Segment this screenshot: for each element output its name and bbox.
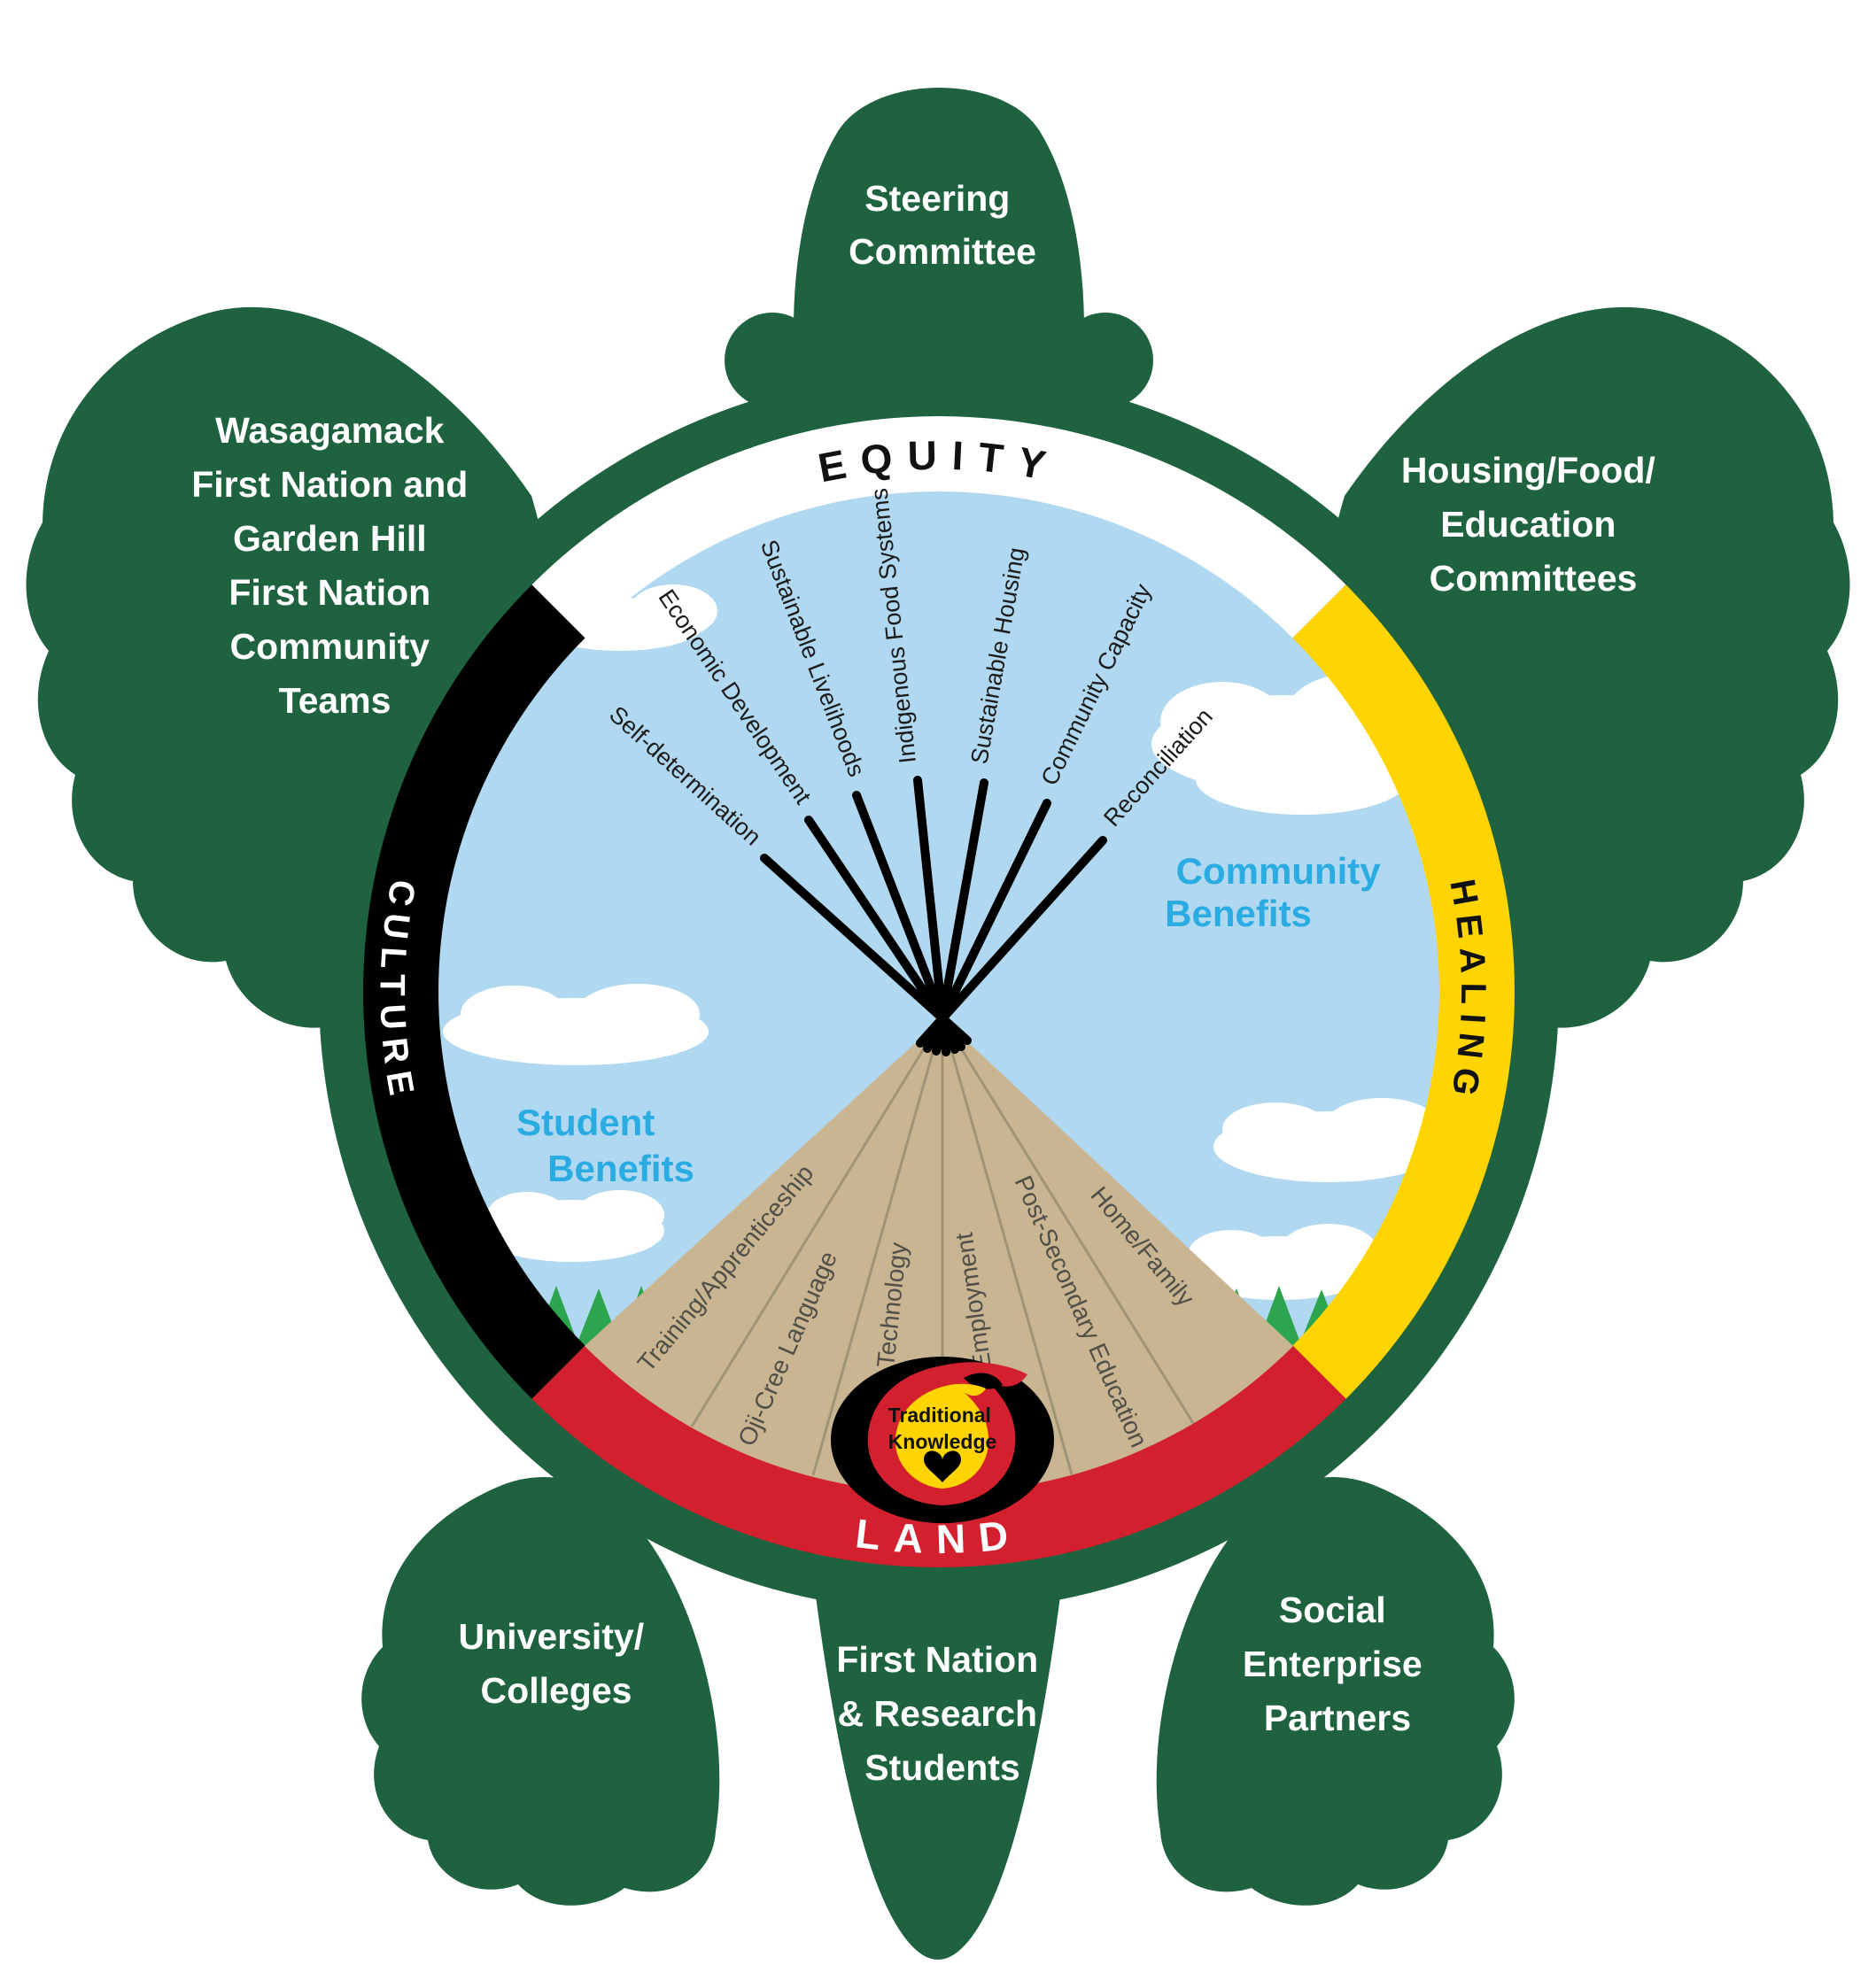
leg-label-social-enterprise: Social Enterprise Partners	[1243, 1590, 1432, 1738]
label-line: Students	[864, 1747, 1019, 1788]
label-line: Social	[1279, 1590, 1386, 1630]
tail-label-first-nation-students: First Nation & Research Students	[836, 1639, 1048, 1788]
medicine-wheel-ring	[363, 416, 1515, 1567]
community-benefits-heading: Community Benefits	[1165, 850, 1391, 934]
community-benefits-line: Benefits	[1165, 893, 1312, 934]
turtle-tail	[815, 1590, 1061, 1960]
label-line: Garden Hill	[233, 518, 427, 559]
label-line: University/	[458, 1616, 644, 1657]
turtle-head-lobe-left	[725, 313, 820, 408]
ring-label-culture-text: CULTURE	[372, 877, 414, 1107]
label-line: Wasagamack	[215, 410, 444, 451]
label-line: & Research	[837, 1693, 1037, 1734]
label-line: Colleges	[481, 1670, 632, 1711]
label-line: First Nation	[229, 572, 430, 613]
cloud-icon	[1182, 1224, 1377, 1300]
label-line: Steering	[864, 178, 1010, 219]
label-line: Community	[230, 626, 430, 667]
label-line: Committee	[849, 231, 1036, 272]
flipper-label-community-teams: Wasagamack First Nation and Garden Hill …	[191, 410, 477, 721]
ring-label-land: LAND	[853, 1510, 1025, 1562]
flipper-label-committees: Housing/Food/ Education Committees	[1401, 450, 1665, 599]
head-label-steering-committee: Steering Committee	[849, 178, 1036, 272]
cloud-icon	[1213, 1098, 1440, 1182]
label-line: Committees	[1430, 558, 1638, 599]
label-line: Teams	[279, 680, 391, 721]
community-benefits-line: Community	[1176, 850, 1382, 892]
ring-segment-healing	[1292, 584, 1515, 1399]
teepee-body	[585, 1018, 1293, 1493]
fire-label-line: Knowledge	[888, 1430, 997, 1453]
ring-label-culture: CULTURE	[372, 877, 422, 1107]
ring-label-land-text: LAND	[853, 1510, 1011, 1562]
student-benefits-line: Benefits	[547, 1148, 694, 1189]
ring-segment-culture	[363, 584, 585, 1399]
label-line: First Nation	[836, 1639, 1038, 1680]
leg-label-university-colleges: University/ Colleges	[458, 1616, 654, 1711]
fire-label: Traditional Knowledge	[888, 1404, 997, 1453]
teepee-poles	[760, 776, 1107, 1056]
heart-icon	[924, 1450, 961, 1482]
fire-label-line: Traditional	[888, 1404, 991, 1427]
teepee-separators	[690, 1017, 1195, 1492]
fire-flame-yellow	[895, 1383, 989, 1489]
student-benefits-line: Student	[516, 1102, 655, 1143]
label-line: Housing/Food/	[1401, 450, 1655, 491]
label-line: Partners	[1264, 1698, 1411, 1738]
cloud-icon	[1151, 673, 1426, 815]
label-line: Enterprise	[1243, 1644, 1423, 1684]
label-line: Education	[1440, 504, 1616, 545]
ring-segment-land	[531, 1345, 1346, 1567]
cloud-icon	[443, 984, 709, 1065]
student-benefits-heading: Student Benefits	[516, 1102, 694, 1189]
traditional-knowledge-fire-icon: Traditional Knowledge	[831, 1357, 1054, 1523]
cloud-icon	[478, 1190, 664, 1262]
turtle-head-lobe-right	[1058, 313, 1153, 408]
label-line: First Nation and	[191, 464, 468, 505]
ring-segment-equity	[531, 416, 1346, 638]
